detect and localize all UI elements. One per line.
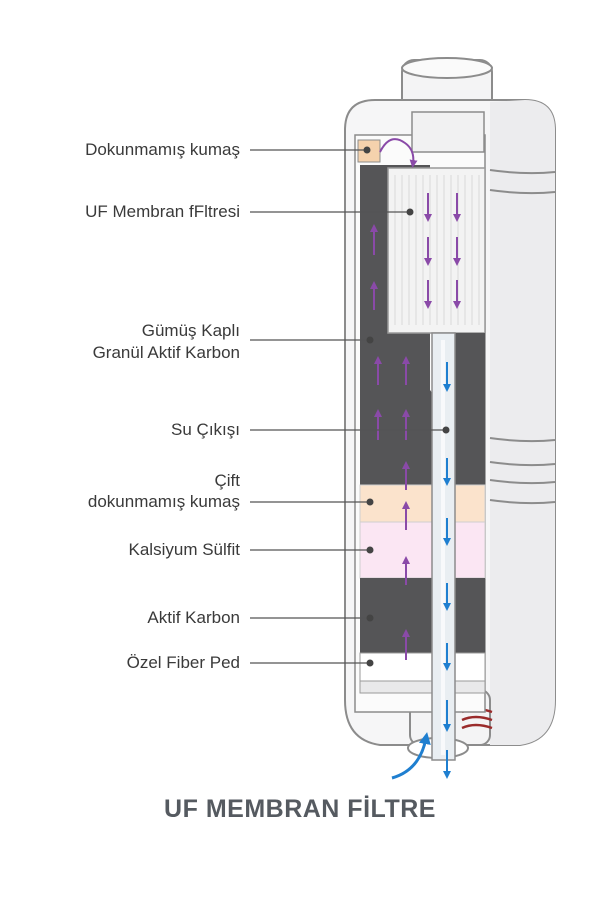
label-silver-carbon-line1: Gümüş Kaplı: [142, 320, 240, 341]
label-calcium-sulfite: Kalsiyum Sülfit: [129, 539, 240, 560]
label-uf-membrane: UF Membran fFltresi: [85, 201, 240, 222]
label-double-nonwoven-line1: Çift: [215, 470, 241, 491]
label-silver-carbon-line2: Granül Aktif Karbon: [93, 342, 240, 363]
label-nonwoven: Dokunmamış kumaş: [85, 139, 240, 160]
diagram-title: UF MEMBRAN FİLTRE: [0, 795, 600, 824]
label-water-outlet: Su Çıkışı: [171, 419, 240, 440]
label-fiber-pad: Özel Fiber Ped: [127, 652, 240, 673]
label-double-nonwoven-line2: dokunmamış kumaş: [88, 491, 240, 512]
label-active-carbon: Aktif Karbon: [147, 607, 240, 628]
